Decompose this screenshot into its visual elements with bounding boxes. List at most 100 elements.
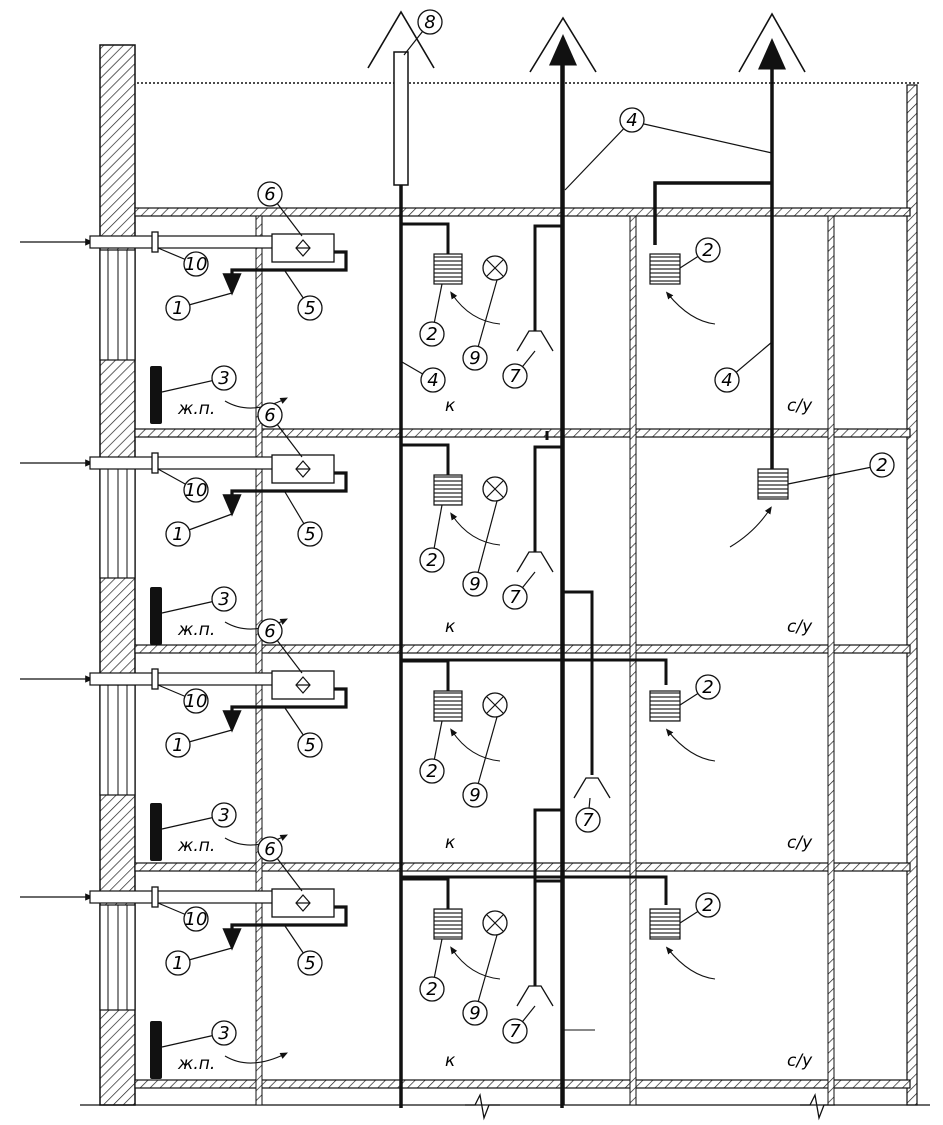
- callout-9: 9: [462, 500, 498, 597]
- floor-3: [20, 659, 716, 861]
- callout-number: 2: [702, 895, 713, 916]
- callout-circle: [211, 1020, 237, 1046]
- bathroom-air-arrow: [665, 291, 716, 325]
- bath-duct-floor3: [402, 658, 668, 685]
- callout-circle: [462, 345, 488, 371]
- kitchen-air-arrow: [450, 291, 501, 325]
- callout-circle: [619, 107, 645, 133]
- leader-line: [787, 464, 883, 485]
- exterior-wall: [99, 44, 136, 1106]
- callout-2: 2: [419, 938, 445, 1002]
- air-flow-arrow: [224, 397, 288, 409]
- callout-9: 9: [462, 279, 498, 371]
- window: [99, 904, 136, 1011]
- callout-number: 2: [702, 677, 713, 698]
- room-label-bathroom: с/у: [787, 396, 813, 416]
- floors: [20, 222, 789, 1079]
- hood-duct: [533, 879, 562, 986]
- bathroom-air-arrow: [665, 946, 716, 980]
- callout-number: 4: [721, 370, 732, 391]
- exhaust-grille-kitchen: [433, 474, 463, 506]
- callout-5: 5: [284, 925, 323, 976]
- callout-circle: [502, 584, 528, 610]
- callout-circle: [257, 402, 283, 428]
- range-hood: [573, 777, 611, 799]
- exhaust-grille-kitchen: [433, 253, 463, 285]
- callout-number: 2: [426, 550, 437, 571]
- room-label-living: ж.п.: [177, 836, 215, 856]
- callout-9: 9: [462, 716, 498, 808]
- radiator: [150, 1021, 162, 1079]
- kitchen-grille-duct: [402, 659, 450, 691]
- exhaust-caps: [367, 10, 806, 73]
- callout-circle: [257, 181, 283, 207]
- callout-number: 9: [469, 1003, 480, 1024]
- radiator: [150, 587, 162, 645]
- callout-circle: [183, 906, 209, 932]
- callout-circle: [462, 571, 488, 597]
- callout-3: 3: [161, 1020, 237, 1048]
- callout-number: 7: [582, 810, 594, 831]
- callout-circle: [297, 732, 323, 758]
- callout-number: 1: [172, 735, 183, 756]
- callout-1: 1: [165, 729, 233, 758]
- callout-5: 5: [284, 270, 323, 321]
- leader-line: [474, 279, 498, 359]
- callout-2: 2: [679, 237, 721, 269]
- bath-duct-floor4: [402, 875, 668, 905]
- exhaust-grille-bathroom: [649, 690, 681, 722]
- exhaust-grille-bathroom: [757, 468, 789, 500]
- callout-2: 2: [679, 892, 721, 924]
- callout-number: 7: [509, 366, 521, 387]
- hood-duct-floor3: [563, 590, 594, 775]
- callout-circle: [183, 688, 209, 714]
- callout-10: 10: [157, 468, 209, 503]
- air-flow-arrow: [224, 1052, 288, 1064]
- callout-2: 2: [419, 283, 445, 347]
- callout-10: 10: [157, 247, 209, 277]
- floor-slabs: [80, 207, 930, 1106]
- exhaust-ducts: [549, 34, 786, 1105]
- callout-5: 5: [284, 707, 323, 758]
- callout-circle: [575, 807, 601, 833]
- callout-number: 6: [264, 405, 275, 426]
- callout-2: 2: [679, 674, 721, 706]
- callout-circle: [869, 452, 895, 478]
- lamp-cross: [486, 480, 504, 498]
- inlet-valve: [151, 668, 159, 690]
- window: [99, 249, 136, 361]
- inlet-valve: [151, 231, 159, 253]
- roof: [132, 82, 920, 212]
- callout-number: 6: [264, 621, 275, 642]
- range-hood: [516, 551, 554, 573]
- callout-number: 3: [218, 1023, 229, 1044]
- floor-4: [20, 877, 716, 1079]
- callout-number: 4: [427, 370, 438, 391]
- callout-number: 5: [304, 524, 315, 545]
- callout-10: 10: [157, 684, 209, 714]
- callout-circle: [695, 892, 721, 918]
- callout-circle: [211, 802, 237, 828]
- exhaust-grille-bathroom: [649, 253, 681, 285]
- callout-7: 7: [575, 797, 601, 833]
- inlet-valve: [151, 452, 159, 474]
- kitchen-air-arrow: [450, 946, 501, 980]
- window: [99, 684, 136, 796]
- callout-number: 7: [509, 587, 521, 608]
- callout-2: 2: [787, 452, 895, 485]
- room-label-living: ж.п.: [177, 620, 215, 640]
- floor-1: [20, 222, 716, 424]
- callout-circle: [462, 1000, 488, 1026]
- callout-number: 5: [304, 298, 315, 319]
- callout-number: 3: [218, 805, 229, 826]
- callout-3: 3: [161, 365, 237, 393]
- air-flow-arrow: [224, 834, 288, 846]
- kitchen-air-arrow: [450, 512, 501, 546]
- lamp-cross: [486, 696, 504, 714]
- callout-number: 5: [304, 735, 315, 756]
- exhaust-grille-kitchen: [433, 690, 463, 722]
- callout-number: 10: [185, 480, 208, 501]
- callout-number: 5: [304, 953, 315, 974]
- leader-line: [474, 934, 498, 1014]
